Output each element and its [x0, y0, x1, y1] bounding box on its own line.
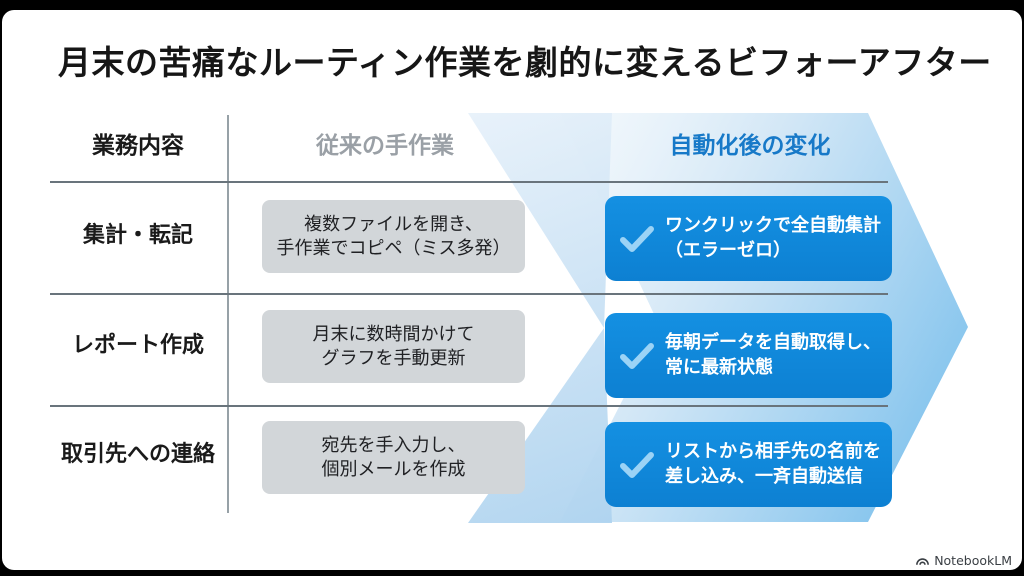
row-divider	[50, 293, 888, 295]
after-text-line1: リストから相手先の名前を	[665, 440, 881, 462]
after-text-line2: 常に最新状態	[665, 356, 773, 378]
checkmark-icon	[620, 225, 654, 252]
before-text-line2: 手作業でコピペ（ミス多発）	[276, 237, 511, 259]
task-label: 集計・転記	[82, 223, 193, 248]
checkmark-icon	[620, 451, 654, 478]
column-header-task: 業務内容	[92, 133, 184, 159]
brand-label: NotebookLM	[934, 553, 1012, 568]
before-text-line1: 複数ファイルを開き、	[304, 213, 483, 235]
column-header-before: 従来の手作業	[316, 133, 454, 159]
before-box: 複数ファイルを開き、 手作業でコピペ（ミス多発）	[262, 200, 525, 273]
notebooklm-logo-icon	[916, 558, 930, 565]
after-box: リストから相手先の名前を 差し込み、一斉自動送信	[605, 422, 892, 507]
column-header-after: 自動化後の変化	[669, 133, 831, 159]
before-text-line1: 宛先を手入力し、	[321, 434, 466, 456]
header-divider	[50, 181, 888, 183]
checkmark-icon	[620, 342, 654, 369]
after-text-line2: （エラーゼロ）	[665, 239, 791, 261]
column-divider	[227, 115, 229, 513]
before-text-line2: グラフを手動更新	[321, 347, 466, 369]
row-divider	[50, 405, 888, 407]
after-text-line1: ワンクリックで全自動集計	[665, 214, 881, 236]
slide-title: 月末の苦痛なルーティン作業を劇的に変えるビフォーアフター	[58, 43, 992, 82]
task-label: レポート作成	[71, 333, 204, 358]
task-label: 取引先への連絡	[60, 442, 215, 467]
before-text-line1: 月末に数時間かけて	[312, 323, 475, 345]
watermark: NotebookLM	[915, 553, 1012, 568]
after-text-line1: 毎朝データを自動取得し、	[665, 331, 881, 353]
after-box: 毎朝データを自動取得し、 常に最新状態	[605, 313, 892, 398]
before-box: 宛先を手入力し、 個別メールを作成	[262, 421, 525, 494]
chevron-wedge-top	[468, 113, 612, 328]
before-text-line2: 個別メールを作成	[321, 458, 466, 480]
before-box: 月末に数時間かけて グラフを手動更新	[262, 310, 525, 383]
after-text-line2: 差し込み、一斉自動送信	[665, 465, 863, 487]
after-box: ワンクリックで全自動集計 （エラーゼロ）	[605, 196, 892, 281]
slide: 月末の苦痛なルーティン作業を劇的に変えるビフォーアフター 業務内容 従来の手作業…	[2, 10, 1022, 570]
